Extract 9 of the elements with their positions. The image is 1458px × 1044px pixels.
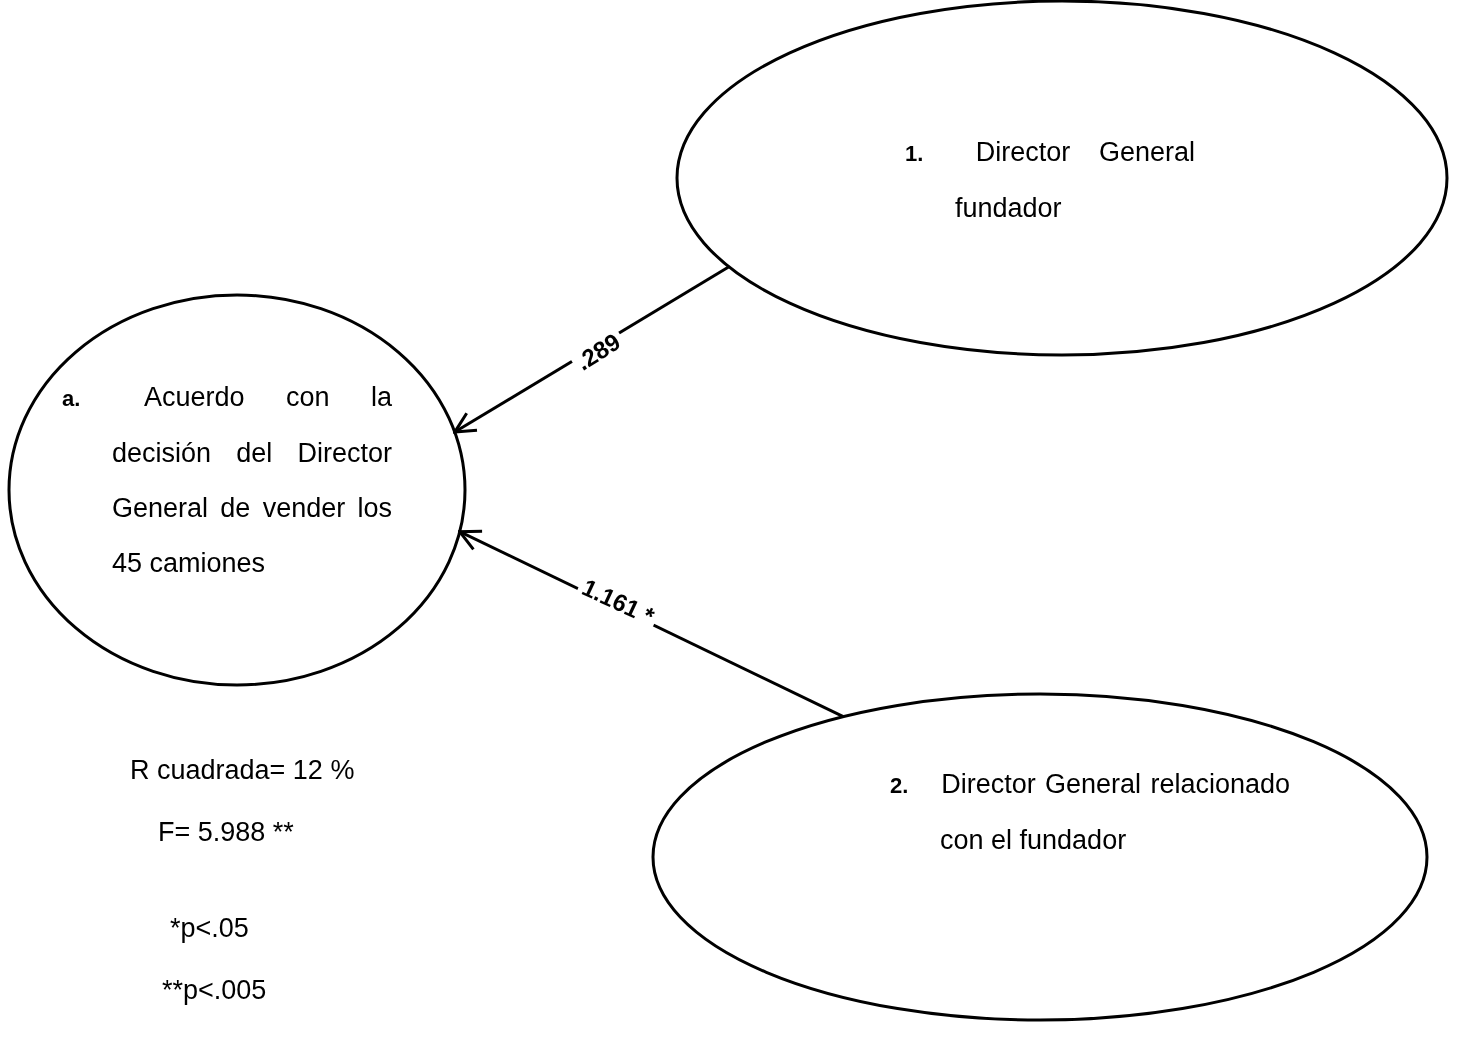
ellipse-node <box>9 295 465 685</box>
note-text: R cuadrada= 12 % <box>130 755 355 786</box>
ellipse-node <box>653 694 1427 1020</box>
note-text: F= 5.988 ** <box>158 817 294 848</box>
note-text: **p<.005 <box>162 975 267 1006</box>
node-text: 1. Director General fundador <box>905 136 1195 225</box>
node-text: a. Acuerdo con la decisión del Director General de vender los 45 camiones <box>62 381 392 580</box>
note-text: *p<.05 <box>170 913 249 944</box>
node-text: 2. Director General relacionado con el fundador <box>890 768 1290 857</box>
